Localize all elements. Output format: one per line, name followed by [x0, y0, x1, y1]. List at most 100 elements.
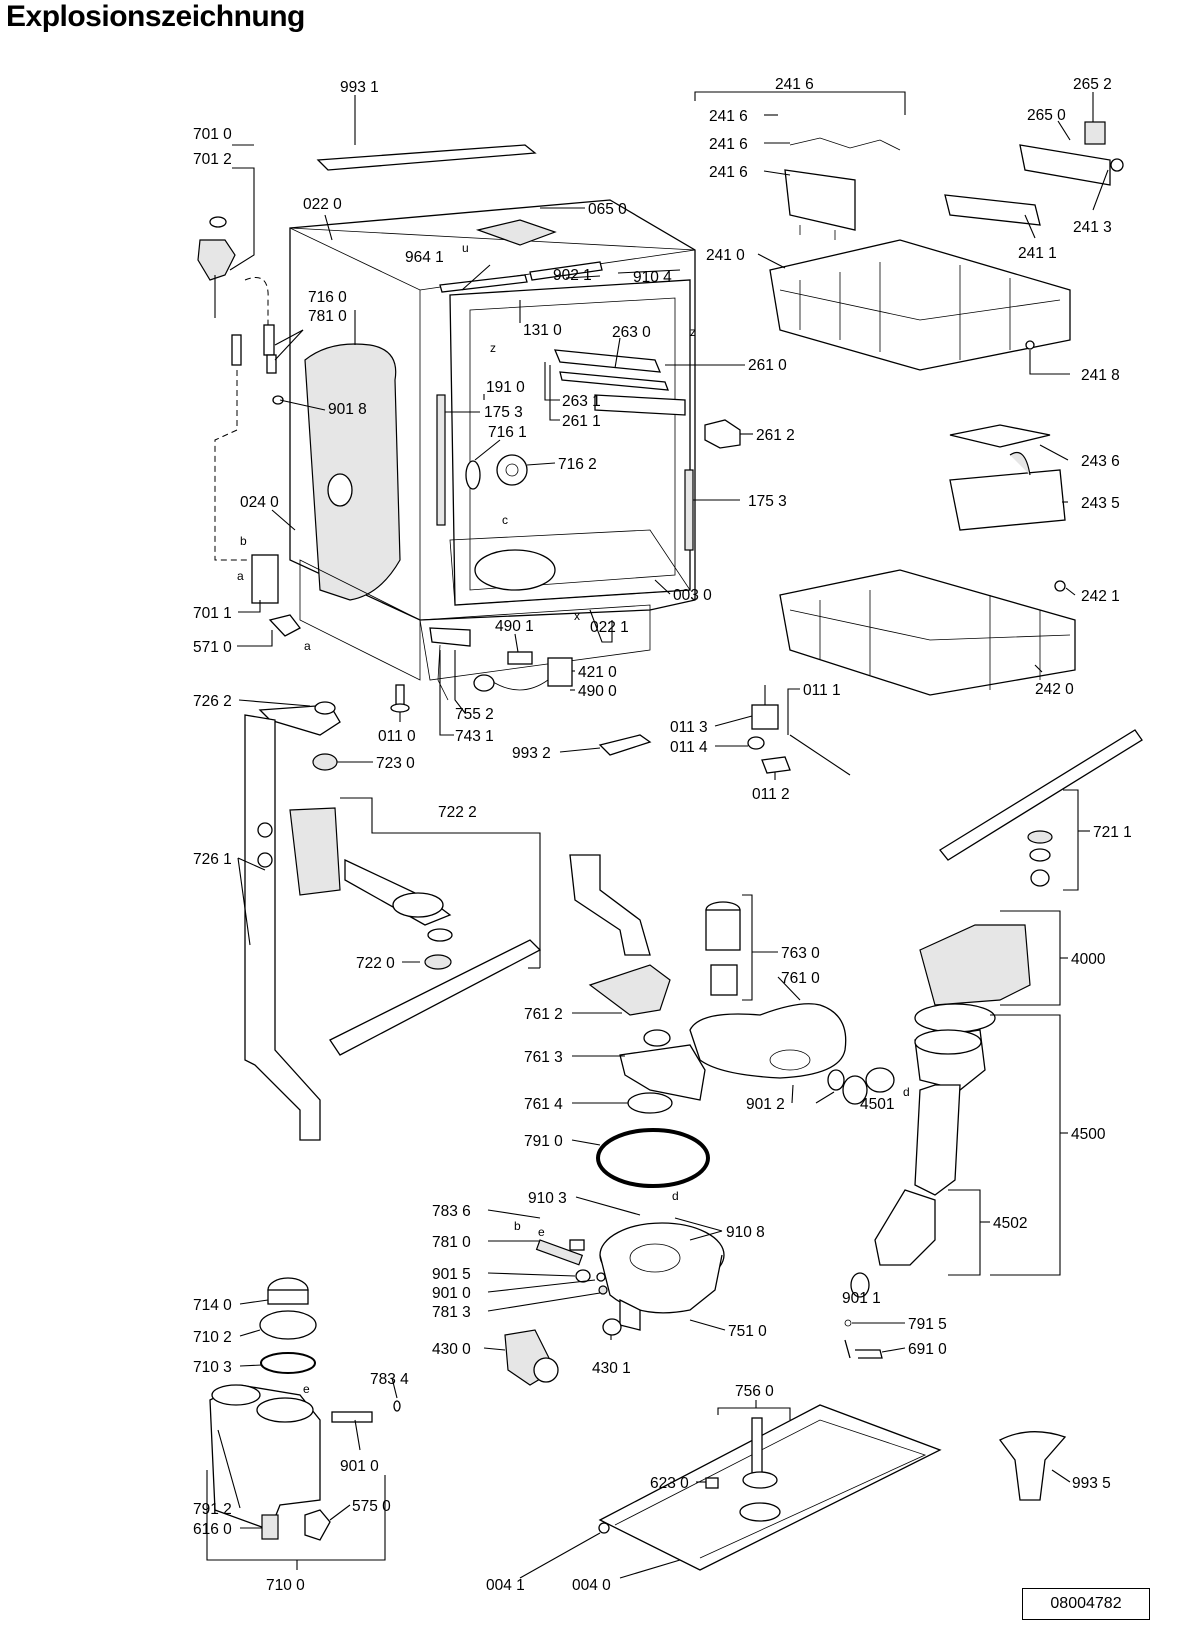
- label-701-1: 701 1: [193, 605, 232, 622]
- label-701-2: 701 2: [193, 151, 232, 168]
- label-781-0b: 781 0: [432, 1234, 471, 1251]
- label-243-6: 243 6: [1081, 453, 1120, 470]
- label-751-0: 751 0: [728, 1323, 767, 1340]
- label-763-0: 763 0: [781, 945, 820, 962]
- label-241-1: 241 1: [1018, 245, 1057, 262]
- label-4500: 4500: [1071, 1126, 1106, 1143]
- label-691-0: 691 0: [908, 1341, 947, 1358]
- label-722-0: 722 0: [356, 955, 395, 972]
- label-791-5: 791 5: [908, 1316, 947, 1333]
- label-003-0: 003 0: [673, 587, 712, 604]
- label-993-1: 993 1: [340, 79, 379, 96]
- label-241-6-c: 241 6: [709, 164, 748, 181]
- label-243-5: 243 5: [1081, 495, 1120, 512]
- label-575-0: 575 0: [352, 1498, 391, 1515]
- label-791-0: 791 0: [524, 1133, 563, 1150]
- label-783-4: 783 4: [370, 1371, 409, 1388]
- label-242-0: 242 0: [1035, 681, 1074, 698]
- label-241-3: 241 3: [1073, 219, 1112, 236]
- label-261-2: 261 2: [756, 427, 795, 444]
- label-242-1: 242 1: [1081, 588, 1120, 605]
- label-901-2: 901 2: [746, 1096, 785, 1113]
- label-265-2: 265 2: [1073, 76, 1112, 93]
- label-011-1: 011 1: [803, 682, 841, 699]
- letter-z-b: z: [690, 325, 696, 339]
- label-910-4: 910 4: [633, 269, 672, 286]
- label-490-1: 490 1: [495, 618, 534, 635]
- label-714-0: 714 0: [193, 1297, 232, 1314]
- part-drawings: [197, 121, 1143, 1571]
- label-241-8: 241 8: [1081, 367, 1120, 384]
- label-761-2: 761 2: [524, 1006, 563, 1023]
- label-910-3: 910 3: [528, 1190, 567, 1207]
- label-902-1: 902 1: [553, 267, 592, 284]
- label-004-0: 004 0: [572, 1577, 611, 1594]
- label-175-3: 175 3: [484, 404, 523, 421]
- label-726-1: 726 1: [193, 851, 232, 868]
- label-261-0: 261 0: [748, 357, 787, 374]
- letter-x: x: [574, 609, 580, 623]
- label-716-1: 716 1: [488, 424, 527, 441]
- label-761-3: 761 3: [524, 1049, 563, 1066]
- label-191-0: 191 0: [486, 379, 525, 396]
- page-title: Explosionszeichnung: [6, 0, 305, 33]
- label-022-1: 022 1: [590, 619, 629, 636]
- connection-letters: u z z c b a a x d d e b e: [237, 241, 910, 1396]
- label-901-0: 901 0: [432, 1285, 471, 1302]
- callout-labels: 993 1 701 0 701 2 022 0 065 0 964 1 902 …: [193, 76, 1132, 1594]
- label-910-8: 910 8: [726, 1224, 765, 1241]
- label-721-1: 721 1: [1093, 824, 1132, 841]
- label-011-4: 011 4: [670, 739, 708, 756]
- label-993-5: 993 5: [1072, 1475, 1111, 1492]
- label-241-6-group: 241 6: [775, 76, 814, 93]
- label-4000: 4000: [1071, 951, 1106, 968]
- label-4502: 4502: [993, 1215, 1027, 1232]
- label-571-0: 571 0: [193, 639, 232, 656]
- label-263-0: 263 0: [612, 324, 651, 341]
- label-901-1: 901 1: [842, 1290, 881, 1307]
- label-755-2: 755 2: [455, 706, 494, 723]
- label-430-1: 430 1: [592, 1360, 631, 1377]
- label-065-0: 065 0: [588, 201, 627, 218]
- label-421-0: 421 0: [578, 664, 617, 681]
- label-716-2: 716 2: [558, 456, 597, 473]
- label-241-6-a: 241 6: [709, 108, 748, 125]
- label-263-1: 263 1: [562, 393, 601, 410]
- label-723-0: 723 0: [376, 755, 415, 772]
- label-022-0: 022 0: [303, 196, 342, 213]
- label-901-8: 901 8: [328, 401, 367, 418]
- label-490-0: 490 0: [578, 683, 617, 700]
- label-616-0: 616 0: [193, 1521, 232, 1538]
- label-011-2: 011 2: [752, 786, 790, 803]
- label-901-0b: 901 0: [340, 1458, 379, 1475]
- label-783-6: 783 6: [432, 1203, 471, 1220]
- letter-a-b: a: [304, 639, 311, 653]
- label-701-0: 701 0: [193, 126, 232, 143]
- label-710-2: 710 2: [193, 1329, 232, 1346]
- label-781-3: 781 3: [432, 1304, 471, 1321]
- label-791-2: 791 2: [193, 1501, 232, 1518]
- label-011-3: 011 3: [670, 719, 708, 736]
- leader-lines: [206, 91, 1109, 1579]
- letter-u: u: [462, 241, 469, 255]
- letter-b: b: [240, 534, 247, 548]
- letter-c: c: [502, 513, 508, 527]
- letter-e-b: e: [303, 1382, 310, 1396]
- label-743-1: 743 1: [455, 728, 494, 745]
- label-241-0: 241 0: [706, 247, 745, 264]
- label-726-2: 726 2: [193, 693, 232, 710]
- label-4501: 4501: [860, 1096, 894, 1113]
- label-710-3: 710 3: [193, 1359, 232, 1376]
- label-623-0: 623 0: [650, 1475, 689, 1492]
- label-261-1: 261 1: [562, 413, 601, 430]
- drawing-reference-number: 08004782: [1022, 1588, 1150, 1620]
- label-781-0: 781 0: [308, 308, 347, 325]
- label-901-5: 901 5: [432, 1266, 471, 1283]
- label-175-3b: 175 3: [748, 493, 787, 510]
- letter-e-a: e: [538, 1225, 545, 1239]
- letter-a-a: a: [237, 569, 244, 583]
- label-024-0: 024 0: [240, 494, 279, 511]
- label-761-4: 761 4: [524, 1096, 563, 1113]
- label-716-0: 716 0: [308, 289, 347, 306]
